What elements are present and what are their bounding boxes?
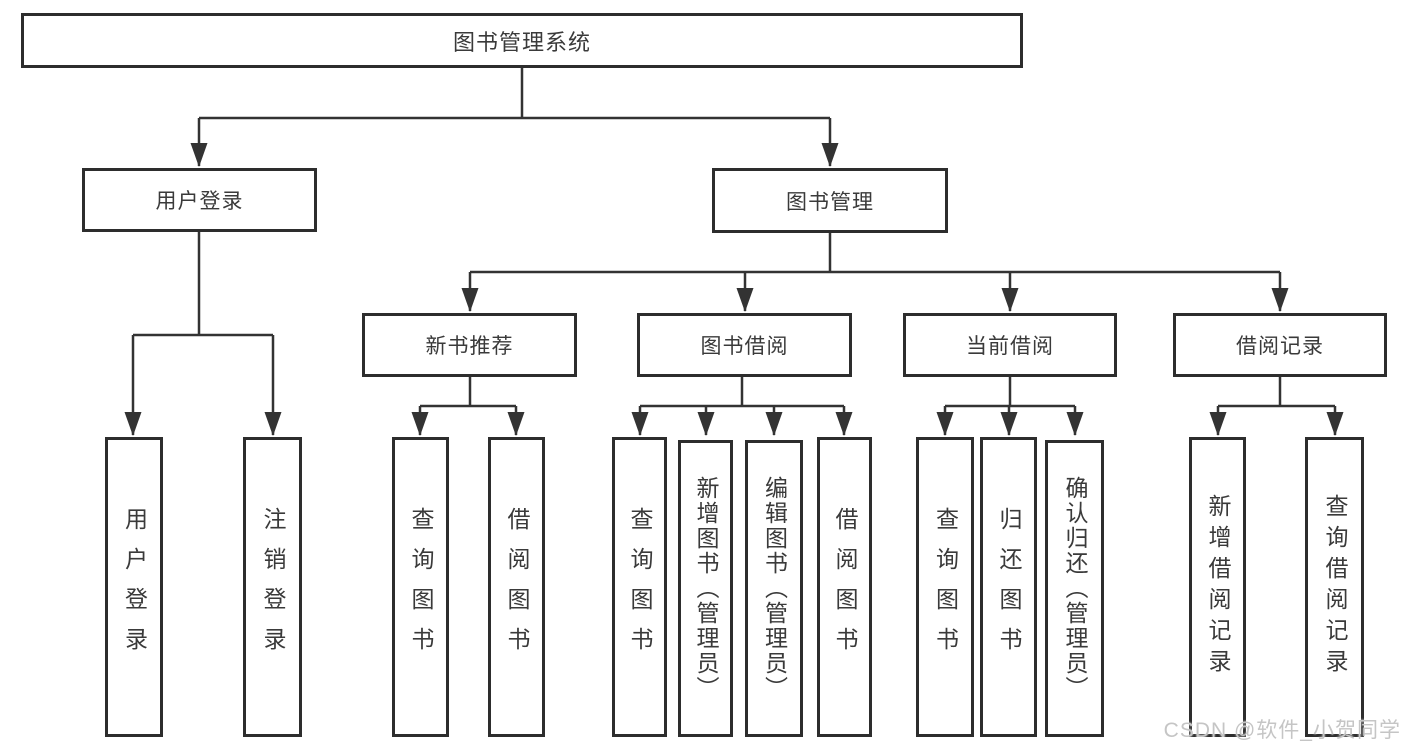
leaf-query-borrow-record-label: 查询借阅记录 <box>1322 494 1348 680</box>
leaf-query-books-borrow-label: 查询图书 <box>627 507 653 667</box>
leaf-query-books-recommend: 查询图书 <box>392 437 449 737</box>
leaf-edit-book-admin: 编辑图书（管理员） <box>745 440 803 737</box>
node-new-book-recommend-label: 新书推荐 <box>425 335 514 358</box>
watermark-text: CSDN @软件_小贺同学 <box>1163 719 1401 742</box>
node-current-borrow: 当前借阅 <box>903 313 1117 377</box>
node-library-system-label: 图书管理系统 <box>452 29 591 55</box>
node-book-management: 图书管理 <box>712 168 948 233</box>
leaf-user-login: 用户登录 <box>105 437 163 737</box>
node-book-borrow: 图书借阅 <box>637 313 852 377</box>
node-library-system: 图书管理系统 <box>21 13 1023 68</box>
leaf-edit-book-admin-label: 编辑图书（管理员） <box>761 476 788 701</box>
leaf-add-book-admin: 新增图书（管理员） <box>678 440 733 737</box>
node-user-login: 用户登录 <box>82 168 317 232</box>
leaf-confirm-return-admin: 确认归还（管理员） <box>1045 440 1104 737</box>
leaf-query-books-current: 查询图书 <box>916 437 974 737</box>
leaf-return-book-label: 归还图书 <box>996 507 1022 667</box>
node-current-borrow-label: 当前借阅 <box>966 335 1054 358</box>
leaf-query-books-current-label: 查询图书 <box>932 507 959 667</box>
leaf-query-books-borrow: 查询图书 <box>612 437 667 737</box>
leaf-borrow-books-recommend-label: 借阅图书 <box>504 507 530 667</box>
leaf-add-borrow-record: 新增借阅记录 <box>1189 437 1246 737</box>
node-book-management-label: 图书管理 <box>786 190 874 214</box>
leaf-borrow-books-recommend: 借阅图书 <box>488 437 545 737</box>
node-new-book-recommend: 新书推荐 <box>362 313 577 377</box>
leaf-borrow-books-borrow-label: 借阅图书 <box>832 507 858 667</box>
node-book-borrow-label: 图书借阅 <box>700 335 789 358</box>
leaf-confirm-return-admin-label: 确认归还（管理员） <box>1062 476 1088 701</box>
leaf-user-login-label: 用户登录 <box>121 507 148 667</box>
leaf-return-book: 归还图书 <box>980 437 1037 737</box>
node-user-login-label: 用户登录 <box>155 190 244 213</box>
leaf-borrow-books-borrow: 借阅图书 <box>817 437 872 737</box>
leaf-add-book-admin-label: 新增图书（管理员） <box>693 476 719 701</box>
leaf-query-books-recommend-label: 查询图书 <box>408 507 434 667</box>
leaf-query-borrow-record: 查询借阅记录 <box>1305 437 1364 737</box>
node-borrow-records: 借阅记录 <box>1173 313 1387 377</box>
node-borrow-records-label: 借阅记录 <box>1236 335 1324 358</box>
leaf-logout-label: 注销登录 <box>260 507 286 667</box>
leaf-add-borrow-record-label: 新增借阅记录 <box>1205 494 1231 680</box>
leaf-logout: 注销登录 <box>243 437 302 737</box>
